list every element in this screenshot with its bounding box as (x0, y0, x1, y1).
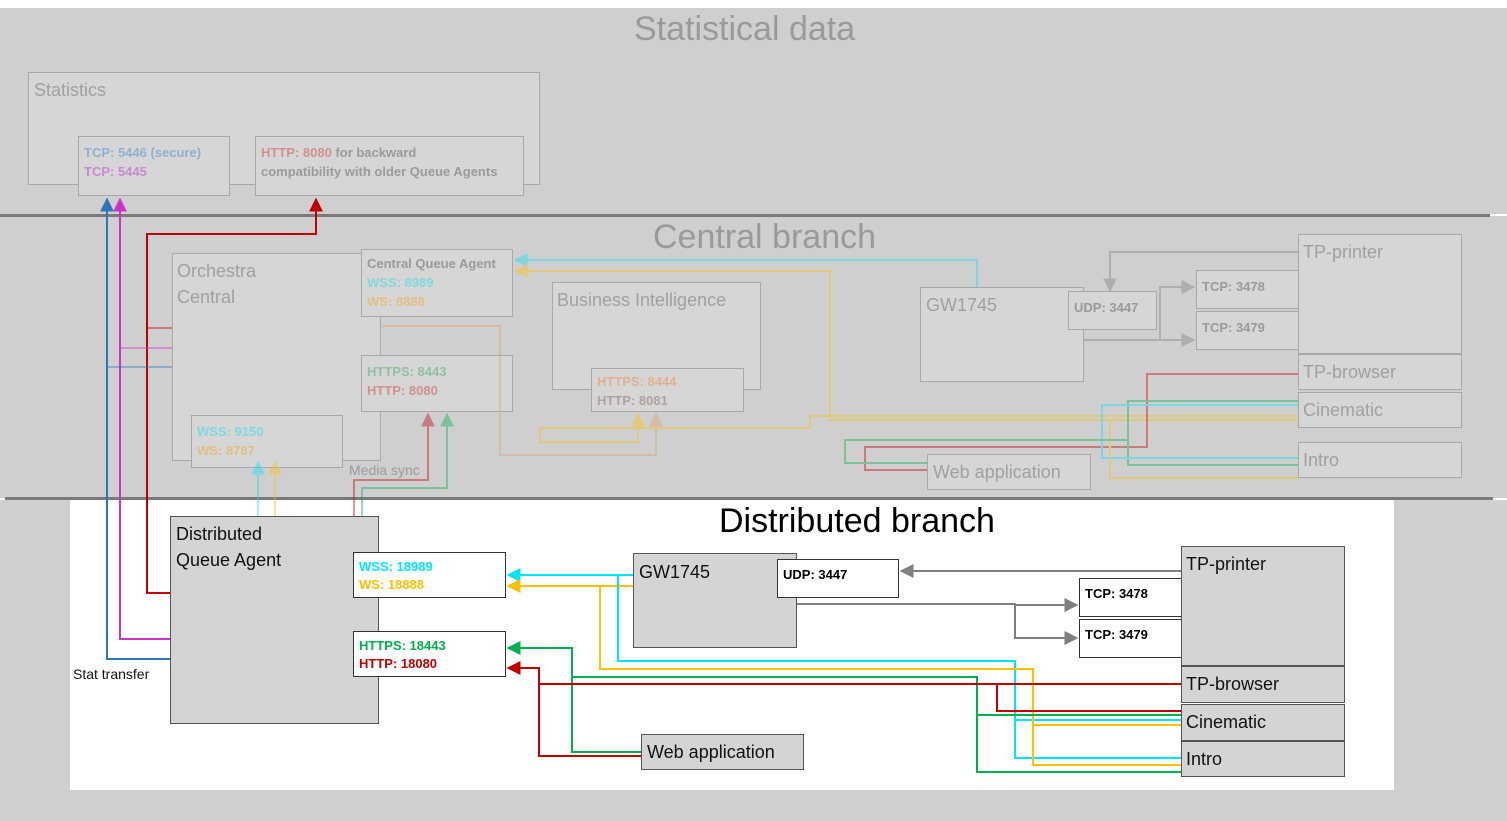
central-intro-box (1298, 442, 1462, 478)
orchestra-label-line1: Orchestra (177, 261, 257, 281)
tp-to-cqa-ws (513, 264, 1298, 421)
tp-browser-http (864, 373, 1298, 471)
https-from-web-app (506, 641, 641, 753)
central-intro-label: Intro (1303, 450, 1340, 470)
distributed-cinematic-label: Cinematic (1186, 712, 1267, 732)
orchestra-http-ports: HTTPS: 8443 HTTP: 8080 (361, 355, 513, 412)
central-tcp-port-b: TCP: 3479 (1196, 311, 1318, 350)
statistics-title: Statistics (34, 80, 107, 100)
cqa-ws-port: WS: 8888 (367, 294, 425, 309)
central-gw-label: GW1745 (926, 295, 998, 315)
central-tp-browser-label: TP-browser (1303, 362, 1397, 382)
dqa-wss-port: WSS: 18989 (359, 559, 433, 574)
orchestra-ws-ports: WSS: 9150 WS: 8787 (191, 415, 343, 468)
web-app-central-https (844, 439, 1128, 464)
distributed-tp-printer-label: TP-printer (1186, 554, 1267, 574)
stat-transfer-line-secure (100, 197, 170, 660)
http-port-note: for backward (331, 145, 417, 160)
orchestra-label-line2: Central (177, 287, 236, 307)
zone-title-distributed: Distributed branch (719, 502, 995, 540)
ws-to-intro (599, 586, 1181, 766)
orchestra-https-port: HTTPS: 8443 (367, 364, 447, 379)
distributed-tcp-port-b: TCP: 3479 (1079, 619, 1201, 658)
dqa-ws-port: WS: 18888 (359, 577, 425, 592)
central-queue-agent-title: Central Queue Agent (367, 256, 496, 271)
distributed-queue-agent-box (170, 516, 379, 724)
dqa-ws-ports: WSS: 18989 WS: 18888 (353, 552, 506, 598)
distributed-tp-browser-box (1181, 666, 1345, 703)
distributed-cinematic-box (1181, 704, 1345, 741)
distributed-udp-port: UDP: 3447 (777, 559, 899, 598)
udp-to-tcp-a-line (797, 598, 1079, 612)
bi-http-link (382, 325, 663, 456)
central-gw-box (920, 287, 1084, 382)
distributed-intro-box (1181, 741, 1345, 777)
https-to-intro (572, 676, 1181, 773)
stat-transfer-line-http (146, 197, 323, 594)
dqa-label-line1: Distributed (176, 524, 263, 544)
central-udp-port: UDP: 3447 (1068, 291, 1157, 330)
cqa-wss-port: WSS: 8989 (367, 275, 434, 290)
business-intelligence-title: Business Intelligence (557, 290, 727, 310)
http-from-web-app (506, 661, 641, 757)
media-sync-http (353, 412, 435, 516)
central-tp-printer-label: TP-printer (1303, 242, 1384, 262)
central-queue-agent-box: Central Queue Agent WSS: 8989 WS: 8888 (361, 249, 513, 317)
wss-to-intro (617, 575, 1181, 759)
orchestra-ws-port: WS: 8787 (197, 443, 255, 458)
bi-https-port: HTTPS: 8444 (597, 374, 677, 389)
bi-ws-link (539, 412, 1298, 443)
bi-http-port: HTTP: 8081 (597, 393, 668, 408)
dqa-label-line2: Queue Agent (176, 550, 282, 570)
distributed-intro-label: Intro (1186, 749, 1223, 769)
dqa-http-port: HTTP: 18080 (359, 656, 438, 671)
central-web-app-box (927, 454, 1091, 490)
intro-https (1127, 400, 1298, 466)
udp-to-tcp-a (1084, 280, 1196, 341)
distributed-tcp-port-a: TCP: 3478 (1079, 578, 1201, 617)
separator-top (0, 214, 1490, 217)
http-port-note-line2: compatibility with older Queue Agents (261, 164, 498, 179)
http-to-cinematic (996, 684, 1181, 712)
tcp-port: TCP: 5445 (84, 164, 147, 179)
central-web-app-label: Web application (933, 462, 1061, 482)
distributed-gw-box (633, 553, 797, 648)
dqa-http-ports: HTTPS: 18443 HTTP: 18080 (353, 631, 506, 677)
distributed-tp-browser-label: TP-browser (1186, 674, 1280, 694)
intro-wss (1101, 404, 1298, 459)
media-sync-https (361, 412, 454, 516)
central-cinematic-box (1298, 392, 1462, 428)
tp-printer-to-udp (1103, 251, 1298, 293)
distributed-tp-printer-box (1181, 546, 1345, 666)
distributed-gw-label: GW1745 (639, 562, 711, 582)
statistics-tcp-ports: TCP: 5446 (secure) TCP: 5445 (78, 136, 230, 196)
tcp-secure-port: TCP: 5446 (secure) (84, 145, 202, 160)
http-port-number: HTTP: 8080 (261, 145, 332, 160)
orchestra-http-port: HTTP: 8080 (367, 383, 438, 398)
central-tp-browser-box (1298, 354, 1462, 390)
intro-ws (1109, 420, 1298, 479)
central-tp-printer-box (1298, 234, 1462, 354)
gw-to-cqa-wss (513, 253, 978, 287)
stat-transfer-line-tcp (113, 197, 170, 640)
distributed-web-app-box (641, 734, 804, 770)
dqa-https-port: HTTPS: 18443 (359, 638, 446, 653)
media-sync-label: Media sync (349, 462, 420, 478)
separator-bottom (5, 497, 1493, 500)
central-cinematic-label: Cinematic (1303, 400, 1384, 420)
zone-title-statistical: Statistical data (634, 10, 856, 48)
orchestra-wss-port: WSS: 9150 (197, 424, 264, 439)
zone-title-central: Central branch (653, 218, 877, 256)
distributed-web-app-label: Web application (647, 742, 775, 762)
statistics-http-port: HTTP: 8080 for backward compatibility wi… (255, 136, 524, 196)
business-intelligence-ports: HTTPS: 8444 HTTP: 8081 (591, 368, 744, 412)
central-tcp-port-a: TCP: 3478 (1196, 270, 1318, 309)
stat-transfer-label: Stat transfer (73, 666, 150, 682)
udp-to-tcp-b-line (1014, 604, 1079, 645)
